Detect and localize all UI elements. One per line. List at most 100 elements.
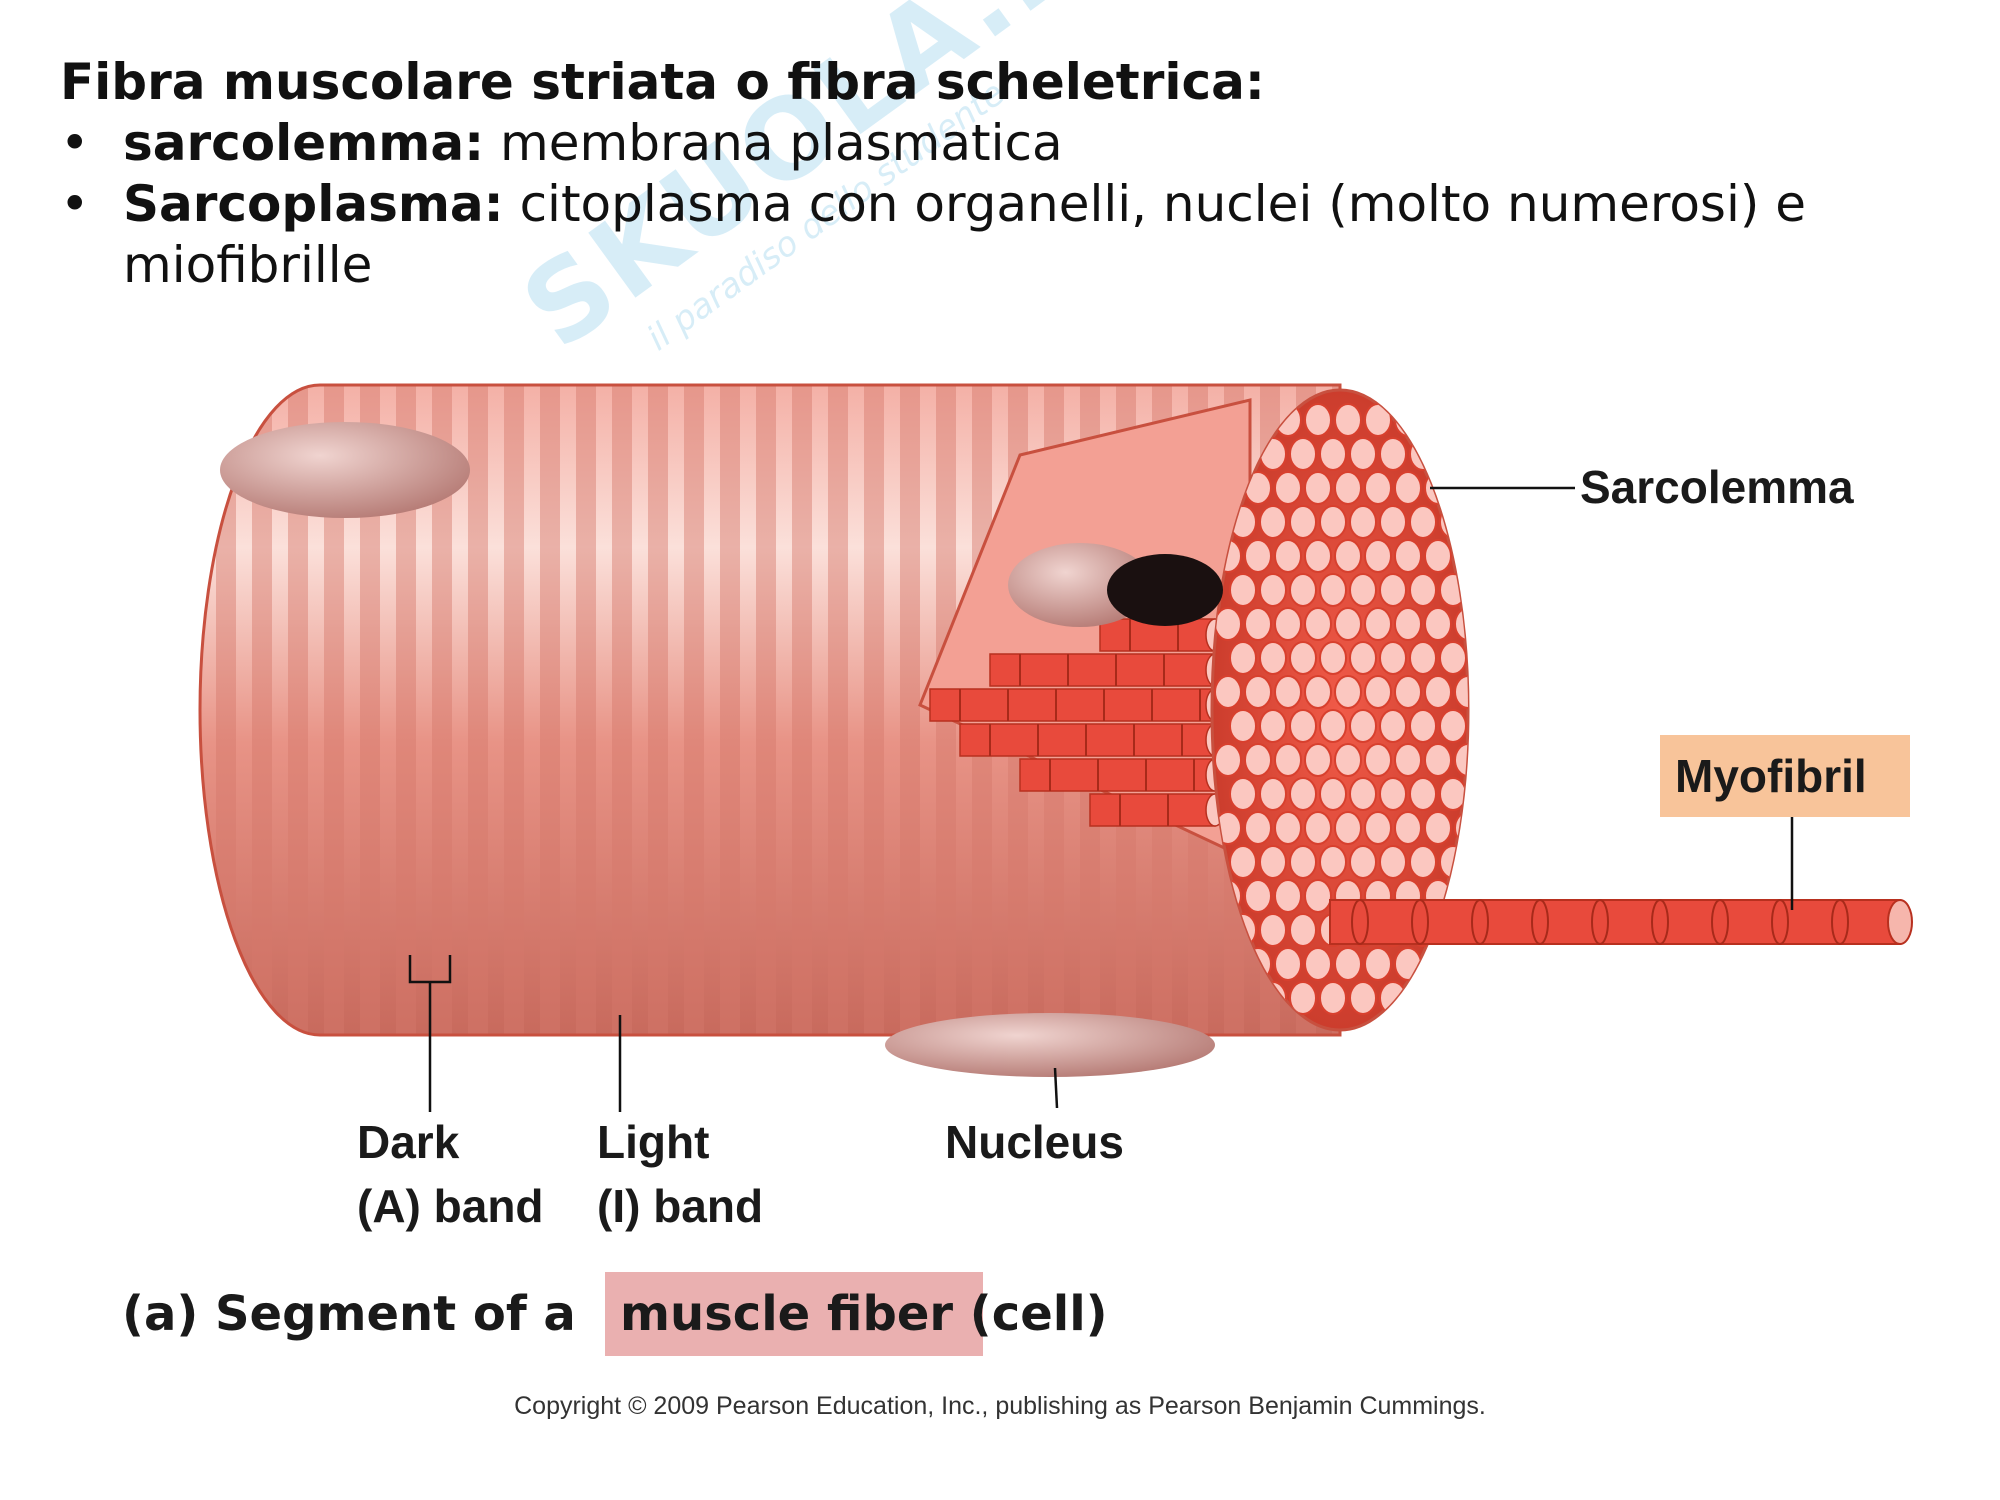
myofibril-cross-section [1289, 709, 1317, 743]
myofibril-strand [1329, 899, 1913, 945]
myofibril-cross-section [1424, 675, 1452, 709]
myofibril-cross-section [1424, 947, 1452, 981]
myofibril-cross-section [1214, 675, 1242, 709]
myofibril-cross-section [1349, 437, 1377, 471]
myofibril-cross-section [1334, 539, 1362, 573]
myofibril-cross-section [1454, 811, 1468, 845]
myofibril-cross-section [1379, 505, 1407, 539]
myofibril-cross-section [1319, 505, 1347, 539]
myofibril-cross-section [1439, 437, 1467, 471]
myofibril-cross-section [1304, 403, 1332, 437]
myofibril-cross-section [1424, 743, 1452, 777]
myofibril-cross-section [1334, 471, 1362, 505]
myofibril-cross-section [1229, 709, 1257, 743]
myofibril-cross-section [1454, 403, 1468, 437]
myofibril-rod [1099, 618, 1216, 652]
myofibril-cross-section [1334, 607, 1362, 641]
myofibril-cross-section [1259, 777, 1287, 811]
myofibril-cross-section [1289, 573, 1317, 607]
caption-highlight-text: muscle fiber [620, 1286, 953, 1342]
myofibril-cross-section [1454, 947, 1468, 981]
myofibril-cross-section [1259, 573, 1287, 607]
myofibril-cross-section [1304, 947, 1332, 981]
myofibril-cross-section [1244, 879, 1272, 913]
bullet-item: • sarcolemma: membrana plasmatica [60, 113, 1960, 174]
myofibril-cross-section [1319, 573, 1347, 607]
myofibril-cross-section [1394, 539, 1422, 573]
myofibril-cross-section [1289, 981, 1317, 1015]
myofibril-cross-section [1364, 675, 1392, 709]
light-band-label: (I) band [597, 1180, 763, 1232]
myofibril-cross-section [1319, 641, 1347, 675]
myofibril-cross-section [1379, 845, 1407, 879]
myofibril-label: Myofibril [1675, 750, 1867, 802]
myofibril-cross-section [1364, 947, 1392, 981]
myofibril-cross-section [1379, 981, 1407, 1015]
myofibril-cross-section [1259, 913, 1287, 947]
myofibril-cross-section [1334, 403, 1362, 437]
myofibril-cross-section [1409, 777, 1437, 811]
myofibril-cross-section [1304, 539, 1332, 573]
myofibril-rod [929, 688, 1216, 722]
myofibril-cross-section [1274, 879, 1302, 913]
myofibril-cross-section [1214, 607, 1242, 641]
myofibril-cross-section [1304, 607, 1332, 641]
myofibril-cross-section [1289, 505, 1317, 539]
sarcomere-line [1411, 899, 1429, 945]
myofibril-cross-section [1364, 607, 1392, 641]
myofibril-cross-section [1409, 641, 1437, 675]
sarcomere-line [1471, 899, 1489, 945]
myofibril-cross-section [1364, 403, 1392, 437]
nucleus-shape [220, 422, 470, 518]
myofibril-cross-section [1274, 743, 1302, 777]
myofibril-cross-section [1364, 471, 1392, 505]
fiber-cross-section [1210, 388, 1470, 1032]
myofibril-cross-section [1349, 505, 1377, 539]
myofibril-cross-section [1349, 845, 1377, 879]
myofibril-cross-section [1394, 743, 1422, 777]
myofibril-cross-section [1259, 709, 1287, 743]
myofibril-cross-section [1274, 471, 1302, 505]
nucleus-cavity [1107, 554, 1223, 626]
myofibril-cross-section [1349, 573, 1377, 607]
sarcomere-line [1531, 899, 1549, 945]
myofibril-cross-section [1274, 607, 1302, 641]
myofibril-cross-section [1304, 675, 1332, 709]
slide-text: Fibra muscolare striata o fibra scheletr… [60, 52, 1960, 296]
nucleus-label: Nucleus [945, 1116, 1124, 1168]
myofibril-cross-section [1259, 641, 1287, 675]
myofibril-cross-section [1304, 471, 1332, 505]
myofibril-cross-section [1409, 709, 1437, 743]
myofibril-cross-section [1304, 811, 1332, 845]
myofibril-cross-section [1379, 641, 1407, 675]
leader-lines [408, 486, 1794, 1112]
myofibril-cross-section [1349, 981, 1377, 1015]
myofibril-cross-section [1424, 539, 1452, 573]
myofibril-cross-section [1289, 777, 1317, 811]
myofibril-cross-section [1394, 607, 1422, 641]
myofibril-cross-section [1439, 777, 1467, 811]
sarcomere-line [1591, 899, 1609, 945]
sarcolemma-label: Sarcolemma [1580, 461, 1854, 513]
myofibril-cross-section [1274, 811, 1302, 845]
myofibril-cross-section [1379, 573, 1407, 607]
caption-prefix: (a) Segment of a [122, 1286, 593, 1342]
myofibril-cross-section [1439, 573, 1467, 607]
myofibril-cross-section [1439, 981, 1467, 1015]
myofibril-label-background [1660, 735, 1910, 817]
myofibril-cross-section [1379, 709, 1407, 743]
caption-highlight [605, 1272, 983, 1356]
myofibril-cross-section [1274, 947, 1302, 981]
bullet-dot: • [60, 114, 90, 172]
myofibril-cross-section [1244, 743, 1272, 777]
bullet-item: • Sarcoplasma: citoplasma con organelli,… [60, 174, 1960, 296]
myofibril-cross-section [1229, 845, 1257, 879]
myofibril-cross-section [1409, 505, 1437, 539]
myofibril-cross-section [1229, 777, 1257, 811]
myofibril-rod [959, 723, 1216, 757]
myofibril-cross-section [1409, 981, 1437, 1015]
myofibril-cross-section [1274, 539, 1302, 573]
sarcomere-line [1351, 899, 1369, 945]
myofibril-cross-section [1439, 641, 1467, 675]
